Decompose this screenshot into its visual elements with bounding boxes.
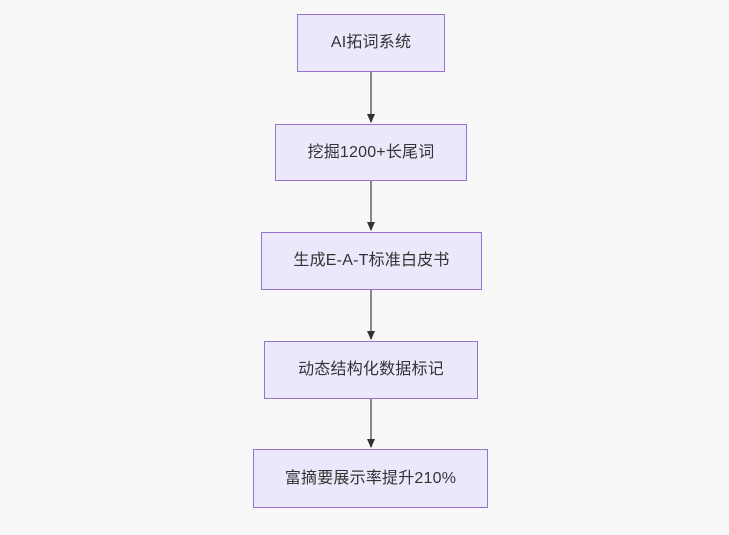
flowchart-node-mine-longtail-keywords[interactable]: 挖掘1200+长尾词 xyxy=(275,124,467,181)
flowchart-node-dynamic-structured-data-markup[interactable]: 动态结构化数据标记 xyxy=(264,341,478,399)
node-label: 挖掘1200+长尾词 xyxy=(307,143,435,161)
node-label: AI拓词系统 xyxy=(330,34,412,52)
flowchart-node-rich-snippet-impression-uplift[interactable]: 富摘要展示率提升210% xyxy=(253,449,488,508)
flowchart-node-ai-keyword-system[interactable]: AI拓词系统 xyxy=(297,14,445,72)
node-label: 动态结构化数据标记 xyxy=(298,361,444,379)
node-label: 生成E-A-T标准白皮书 xyxy=(293,252,450,270)
node-label: 富摘要展示率提升210% xyxy=(284,469,457,487)
flowchart-node-generate-eat-whitepaper[interactable]: 生成E-A-T标准白皮书 xyxy=(261,232,482,290)
